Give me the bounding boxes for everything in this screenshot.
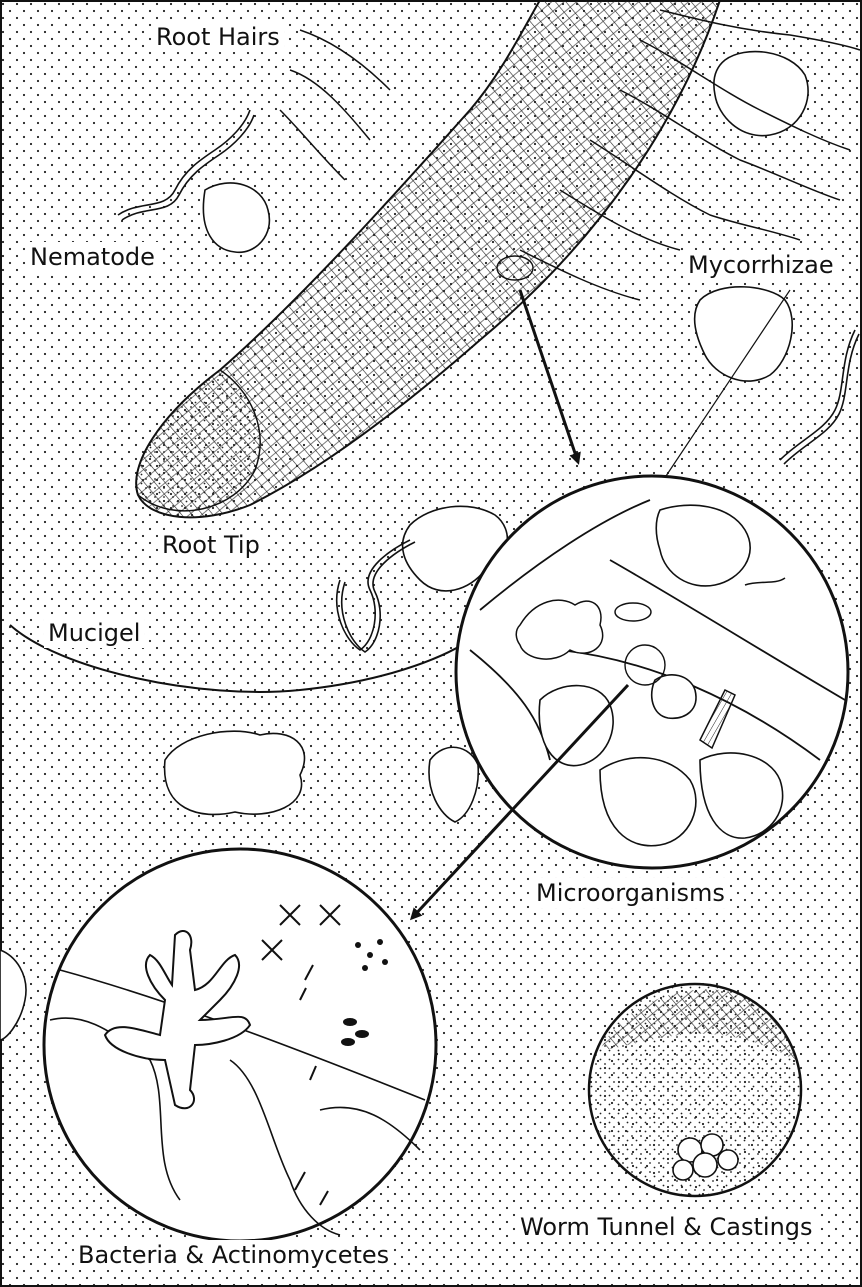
casting [673,1160,693,1180]
inset-particle [652,675,696,718]
casting [718,1150,738,1170]
bacterium [362,965,368,971]
label-root-hairs: Root Hairs [152,22,284,52]
worm-tunnel-inset [589,984,801,1196]
soil-particle [165,731,305,814]
label-microorganisms: Microorganisms [532,878,729,908]
bacteria-inset [44,849,436,1241]
bacteria-circle [44,849,436,1241]
label-root-tip: Root Tip [158,530,264,560]
bacterium [377,939,383,945]
bacterium [343,1018,357,1026]
label-mucigel: Mucigel [44,618,144,648]
bacterium [355,1030,369,1038]
label-bacteria: Bacteria & Actinomycetes [74,1240,393,1270]
bacterium [341,1038,355,1046]
label-worm-tunnel: Worm Tunnel & Castings [516,1212,817,1242]
casting [693,1153,717,1177]
bacterium [355,942,361,948]
bacterium [367,952,373,958]
label-nematode: Nematode [26,242,159,272]
label-mycorrhizae: Mycorrhizae [684,250,838,280]
bacterium [382,959,388,965]
